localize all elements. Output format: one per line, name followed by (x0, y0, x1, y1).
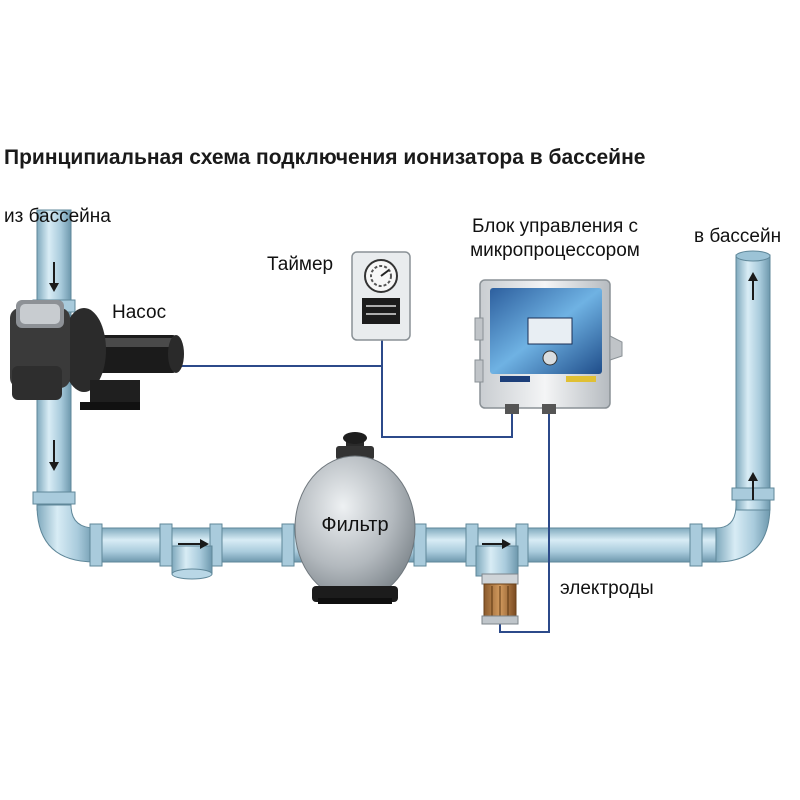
label-timer: Таймер (267, 254, 334, 275)
control-wiring (176, 340, 550, 633)
tee-fitting (475, 545, 519, 577)
coupling (465, 523, 479, 567)
coupling (689, 523, 703, 567)
label-to-pool: в бассейн (694, 226, 782, 247)
label-filter: Фильтр (321, 514, 389, 536)
label-control-unit-line2: микропроцессором (470, 240, 640, 261)
flow-arrow-right-icon (482, 539, 511, 549)
sand-filter (294, 432, 416, 604)
outlet-pipe-opening (735, 250, 771, 262)
coupling (281, 523, 295, 567)
tee-fitting-cap (171, 568, 213, 580)
wire-pump-to-timer (176, 340, 383, 367)
wire-controller-to-electrodes (499, 410, 550, 633)
inlet-elbow (36, 504, 96, 563)
coupling (209, 523, 223, 567)
flow-arrow-up-icon (748, 472, 758, 500)
controller-knob-icon (542, 350, 558, 366)
coupling (32, 491, 76, 505)
coupling (89, 523, 103, 567)
flow-arrow-right-icon (178, 539, 209, 549)
flow-arrow-down-icon (49, 262, 59, 292)
flow-arrow-up-icon (748, 272, 758, 300)
label-control-unit-line1: Блок управления с (471, 216, 639, 237)
outlet-elbow (715, 504, 771, 563)
flow-arrow-down-icon (49, 440, 59, 471)
label-electrodes: электроды (560, 578, 654, 599)
wire-timer-to-controller (381, 366, 513, 438)
electrode-chamber (481, 573, 519, 625)
coupling (159, 523, 173, 567)
controller-display (527, 317, 573, 345)
coupling (413, 523, 427, 567)
pump-illustration (10, 300, 184, 410)
timer-device (351, 251, 411, 341)
label-from-pool: из бассейна (4, 206, 111, 227)
coupling (515, 523, 529, 567)
control-unit-device (474, 279, 623, 414)
flow-arrows (49, 262, 758, 549)
label-pump: Насос (112, 302, 167, 323)
diagram-title: Принципиальная схема подключения ионизат… (4, 146, 646, 169)
